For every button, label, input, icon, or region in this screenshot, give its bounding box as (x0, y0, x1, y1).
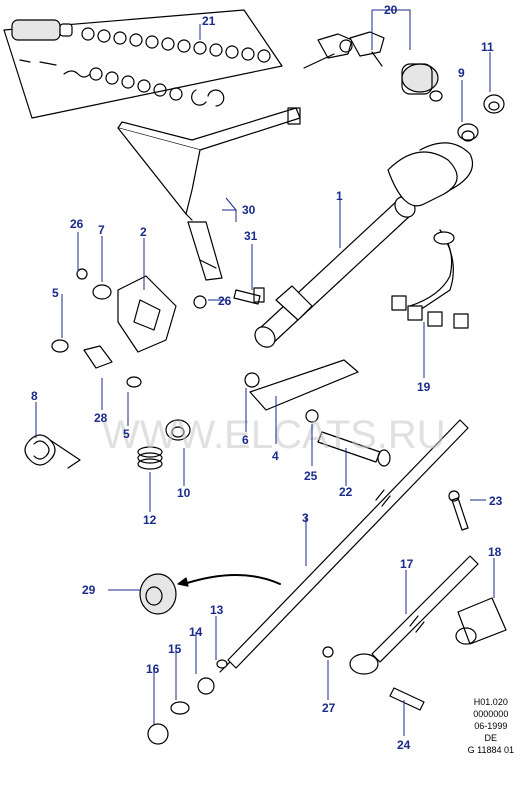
callout-23: 23 (489, 494, 503, 508)
steering-column-tube (254, 142, 474, 348)
callout-21: 21 (202, 14, 216, 28)
reference-line-2: 0000000 (473, 709, 509, 719)
callout-20: 20 (384, 3, 398, 17)
steering-shaft (219, 419, 469, 673)
lock-housing (117, 275, 177, 353)
drawing-reference-block: H01.020 0000000 06-1999 DE G 11884 01 (468, 696, 514, 756)
callout-28: 28 (94, 411, 108, 425)
callout-3: 3 (302, 511, 309, 525)
callout-5-top: 5 (52, 286, 59, 300)
callout-10: 10 (177, 486, 191, 500)
bush-29 (139, 573, 177, 615)
callout-7: 7 (98, 223, 105, 237)
wiring-harness (391, 229, 469, 329)
reference-line-1: H01.020 (473, 697, 508, 707)
bush-part-9 (457, 123, 479, 142)
small-parts-left (51, 268, 207, 388)
lock-barrel (401, 63, 443, 102)
small-bushes-13-16 (147, 659, 228, 745)
callout-1: 1 (336, 189, 343, 203)
nut-27 (322, 646, 334, 658)
callout-4: 4 (272, 449, 279, 463)
universal-joint (455, 597, 507, 645)
callout-22: 22 (339, 485, 353, 499)
callout-31: 31 (244, 229, 258, 243)
bolt-24 (389, 687, 425, 711)
ignition-keys (303, 31, 385, 69)
inset-parts-panel (3, 9, 283, 119)
lever-4 (244, 359, 359, 411)
callout-25: 25 (304, 469, 318, 483)
callout-16: 16 (146, 662, 160, 676)
callout-11: 11 (481, 40, 494, 54)
callout-2: 2 (140, 225, 147, 239)
spring-clip (24, 434, 81, 469)
bolt-22 (317, 431, 391, 467)
callout-19: 19 (417, 380, 431, 394)
reference-line-5: G 11884 01 (467, 745, 514, 755)
spring-12 (137, 446, 163, 470)
bracket-link (187, 221, 223, 281)
bush-10 (165, 419, 191, 441)
inset-washers-row-1 (81, 27, 271, 63)
inset-lock-cylinder (11, 19, 73, 41)
callout-26-top: 26 (70, 217, 84, 231)
callout-17: 17 (400, 557, 414, 571)
bolt-31 (233, 287, 265, 305)
callout-8: 8 (31, 389, 38, 403)
callout-6: 6 (242, 433, 249, 447)
support-bracket (117, 107, 301, 221)
callout-9: 9 (458, 66, 465, 80)
callout-30: 30 (242, 203, 256, 217)
callout-26-mid: 26 (218, 294, 232, 308)
bush-part-11 (483, 94, 505, 114)
callout-24: 24 (397, 738, 411, 752)
callout-15: 15 (168, 642, 182, 656)
bolt-23 (448, 490, 469, 531)
reference-line-4: DE (484, 733, 498, 743)
watermark: WWW.ELCATS.RU (102, 413, 446, 457)
callout-12: 12 (143, 513, 157, 527)
inset-washers-row-2 (19, 59, 225, 107)
callout-18: 18 (488, 545, 502, 559)
washer-25 (305, 409, 319, 423)
callout-27: 27 (322, 701, 336, 715)
callout-13: 13 (210, 603, 224, 617)
callout-14: 14 (189, 625, 203, 639)
reference-line-3: 06-1999 (474, 721, 508, 731)
intermediate-shaft (349, 555, 479, 675)
callout-29: 29 (82, 583, 96, 597)
callout-5-mid: 5 (123, 427, 130, 441)
arrow-to-29 (177, 574, 281, 587)
